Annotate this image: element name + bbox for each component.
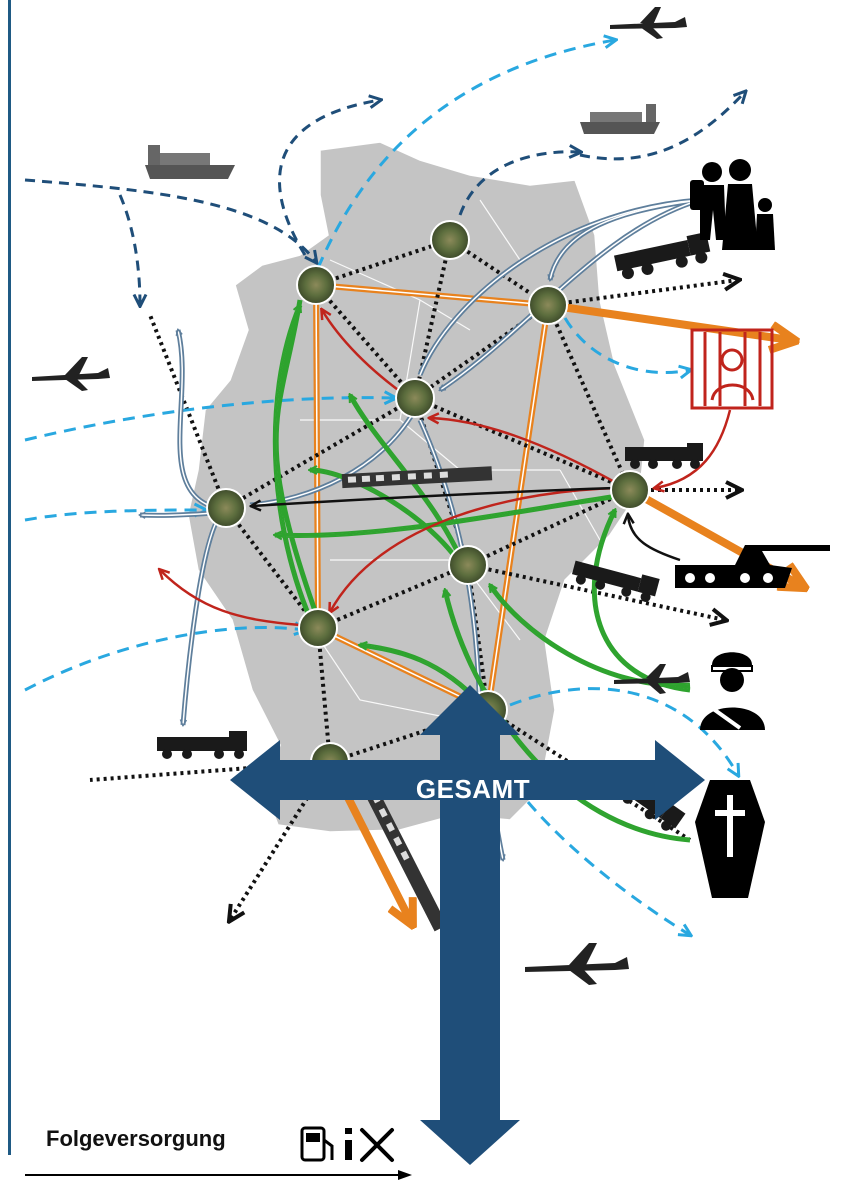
transport-aircraft-icon bbox=[525, 943, 629, 985]
folgeversorgung-label: Folgeversorgung bbox=[46, 1126, 226, 1151]
transport-aircraft-icon bbox=[614, 664, 690, 694]
node-north-east[interactable] bbox=[528, 285, 568, 325]
node-north[interactable] bbox=[430, 220, 470, 260]
prisoner-of-war-icon bbox=[690, 328, 774, 410]
combat-vehicle-routes bbox=[252, 486, 681, 562]
transport-aircraft-icon bbox=[610, 7, 687, 39]
node-east[interactable] bbox=[610, 470, 650, 510]
left-rule bbox=[8, 0, 11, 1155]
cargo-ship-icon bbox=[145, 104, 660, 179]
gesamt-cross-arrow bbox=[230, 685, 705, 1165]
node-west[interactable] bbox=[206, 488, 246, 528]
folgeversorgung-arrow bbox=[25, 1170, 412, 1180]
refugee-family-icon bbox=[690, 159, 775, 250]
armored-vehicle-icon bbox=[675, 545, 830, 588]
transport-aircraft-icon bbox=[32, 357, 110, 391]
fuel-pump-icon bbox=[300, 1126, 334, 1162]
tools-icon bbox=[360, 1128, 394, 1162]
gesamt-label: GESAMT bbox=[415, 774, 531, 804]
coffin-icon bbox=[695, 780, 765, 898]
node-center-south[interactable] bbox=[448, 545, 488, 585]
node-south-west[interactable] bbox=[298, 608, 338, 648]
node-north-west[interactable] bbox=[296, 265, 336, 305]
sea-routes bbox=[24, 92, 745, 305]
node-center[interactable] bbox=[395, 378, 435, 418]
ammunition-icon bbox=[345, 1128, 352, 1160]
railway-train-icon bbox=[341, 466, 493, 932]
wounded-soldier-icon bbox=[700, 652, 765, 730]
